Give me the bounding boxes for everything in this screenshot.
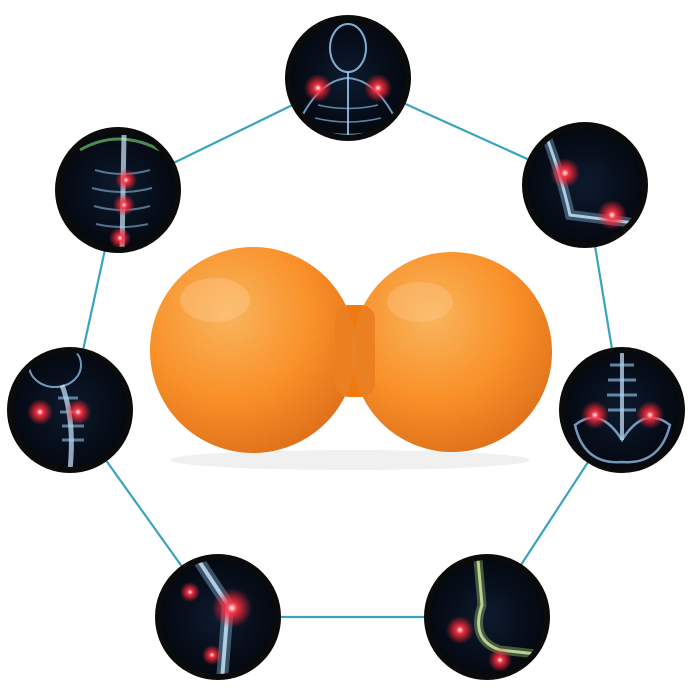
body-area-lower-back-hips [559, 347, 685, 473]
lower-back-xray-icon [573, 352, 672, 464]
upper-back-xray-icon [79, 134, 161, 250]
body-area-knee [155, 554, 281, 680]
body-area-upper-back-spine [55, 127, 181, 253]
knee-xray-icon [180, 557, 252, 677]
body-area-elbow [522, 122, 648, 248]
body-area-cervical-spine [7, 347, 133, 473]
double-massage-ball [150, 247, 552, 470]
neck-shoulders-xray-icon [299, 23, 397, 138]
cervical-spine-xray-icon [27, 350, 91, 470]
body-area-neck-shoulders [285, 15, 411, 141]
body-area-foot-ankle [424, 554, 550, 680]
foot-xray-icon [446, 557, 547, 672]
